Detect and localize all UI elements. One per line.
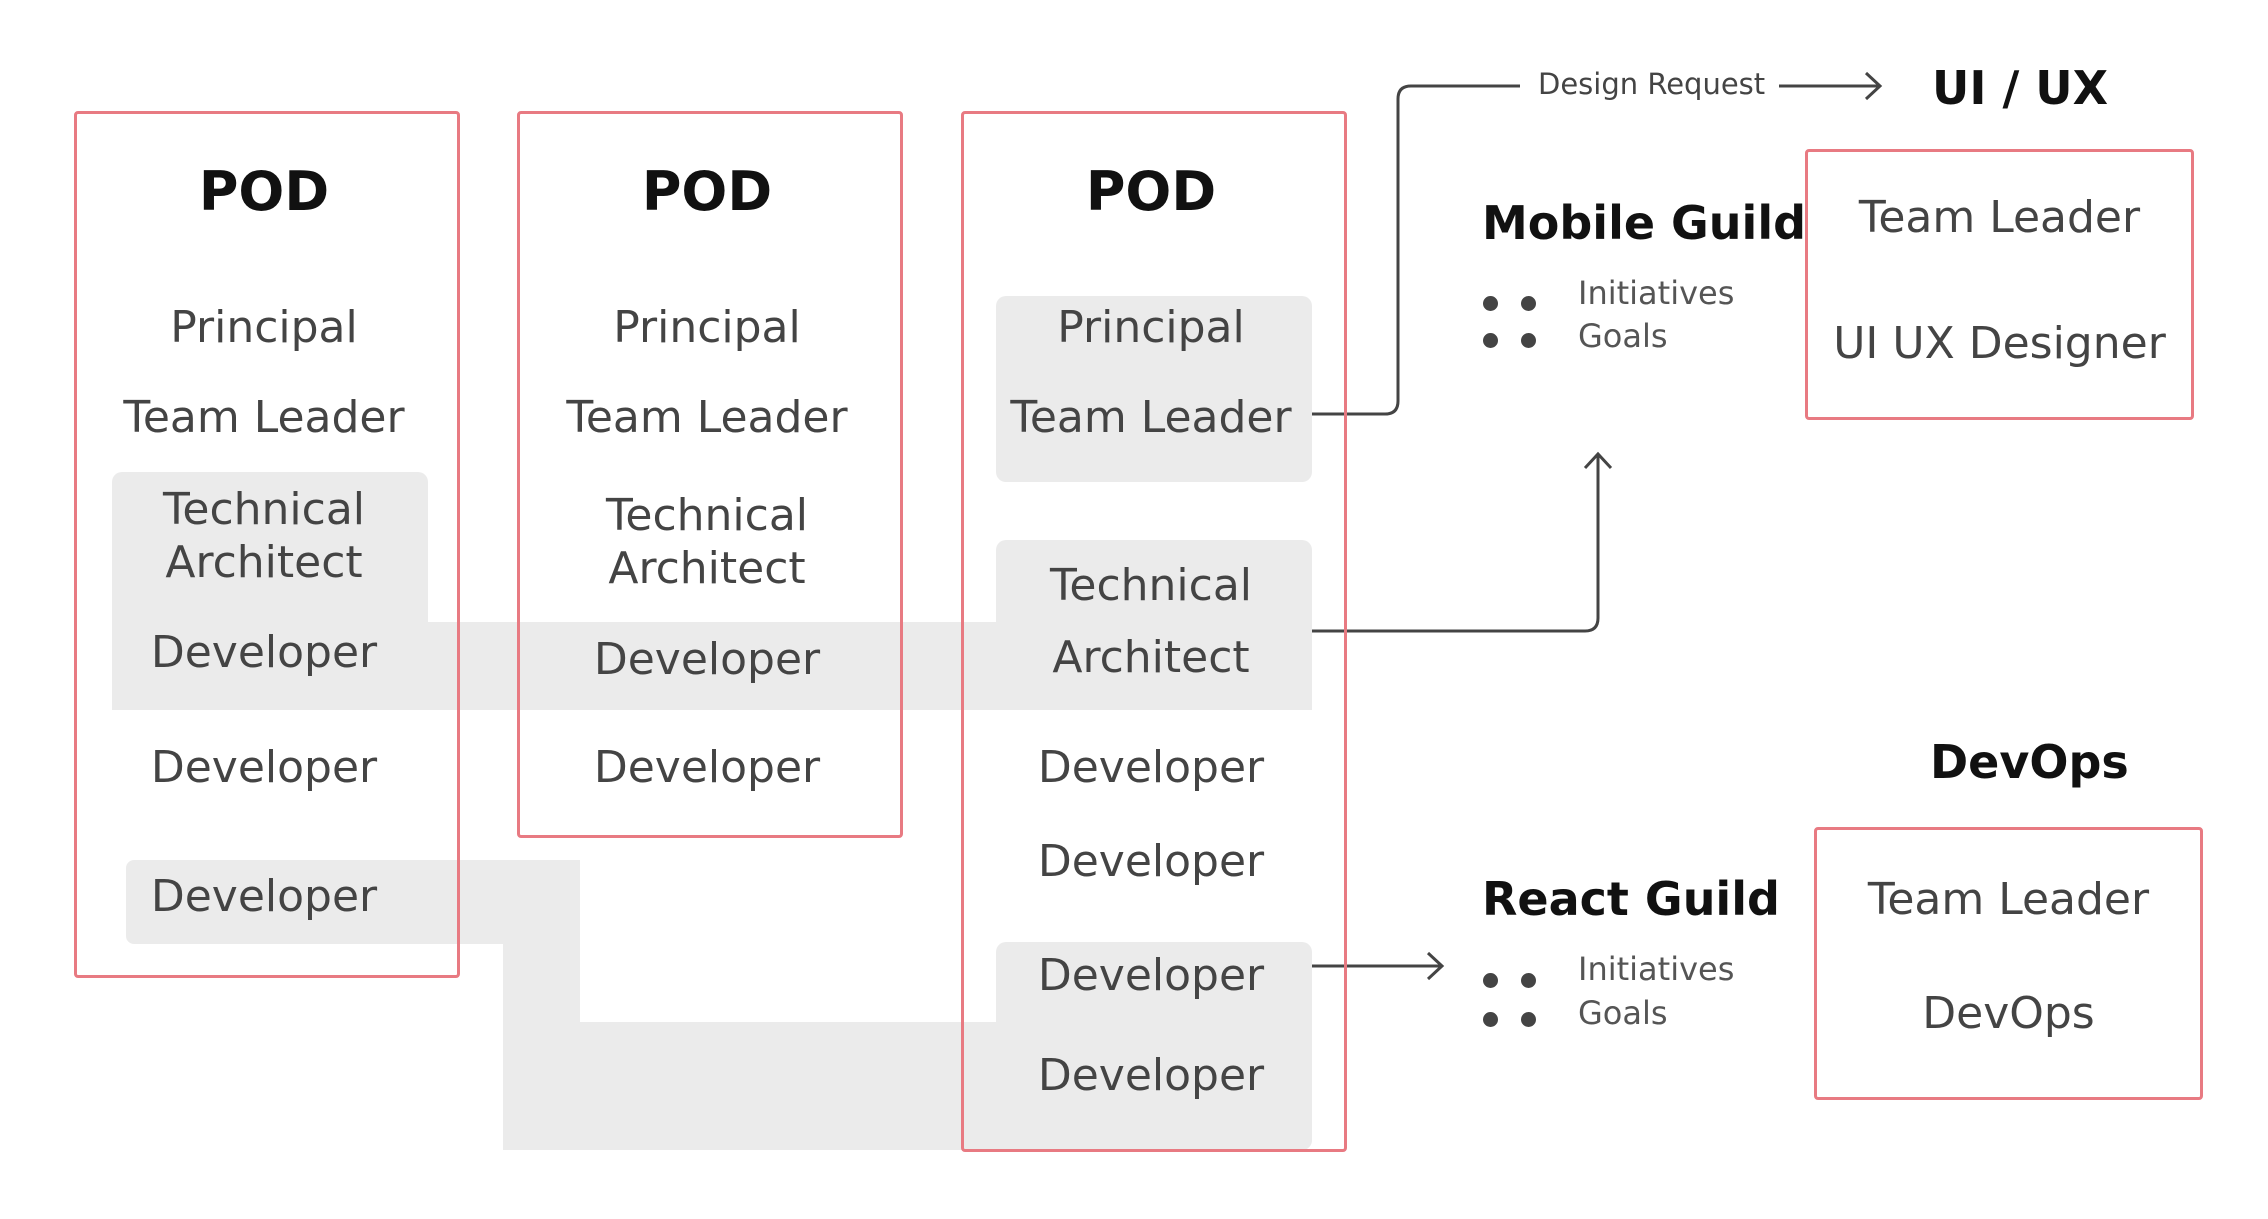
pod-2-developer-1: Developer: [593, 634, 821, 685]
ui-ux-title: UI / UX: [1932, 61, 2109, 115]
pod-2-title: POD: [641, 160, 773, 223]
pod-1-developer-2: Developer: [150, 742, 378, 793]
architect-to-mobile-line: [1312, 456, 1600, 633]
react-guild-initiatives: Initiatives: [1578, 950, 1735, 988]
react-guild-dot: [1521, 973, 1536, 988]
pod-1-technical-architect: Technical Architect: [162, 484, 366, 588]
pod-3-architect: Architect: [1052, 632, 1250, 683]
pod3-lower-developer-band: [996, 942, 1312, 1150]
devops-title: DevOps: [1930, 735, 2129, 789]
pod-3-principal: Principal: [1057, 302, 1245, 353]
pod3-leadership-band: [996, 296, 1312, 482]
pod-2-technical-architect: Technical Architect: [605, 490, 809, 594]
pod-1-team-leader: Team Leader: [123, 392, 405, 443]
ui-ux-designer: UI UX Designer: [1833, 318, 2166, 369]
pod-3-box: [961, 111, 1347, 1152]
mobile-guild-dot: [1483, 296, 1498, 311]
architect-to-mobile-arrowhead: [1583, 451, 1613, 470]
mobile-guild-goals: Goals: [1578, 317, 1668, 355]
pod-3-developer-1: Developer: [1037, 742, 1265, 793]
pod-1-developer-3: Developer: [150, 871, 378, 922]
mobile-guild-initiatives: Initiatives: [1578, 274, 1735, 312]
ui-ux-team-leader: Team Leader: [1858, 192, 2141, 243]
react-guild-title: React Guild: [1482, 872, 1780, 926]
react-guild-dot: [1483, 1012, 1498, 1027]
ui-ux-box: [1805, 149, 2194, 420]
react-guild-goals: Goals: [1578, 994, 1668, 1032]
pod-2-principal: Principal: [613, 302, 801, 353]
pod-3-technical: Technical: [1049, 560, 1253, 611]
pod3-architect-band: [996, 540, 1312, 710]
pod-1-developer-1: Developer: [150, 627, 378, 678]
mobile-guild-dot: [1521, 333, 1536, 348]
pod-2-developer-2: Developer: [593, 742, 821, 793]
pod-3-title: POD: [1085, 160, 1217, 223]
devops-team-leader: Team Leader: [1867, 874, 2150, 925]
react-guild-dot: [1521, 1012, 1536, 1027]
design-request-label: Design Request: [1524, 67, 1780, 101]
pod-1-box: [74, 111, 460, 978]
mobile-guild-dot: [1483, 333, 1498, 348]
mobile-guild-title: Mobile Guild: [1482, 196, 1807, 250]
pod-1-principal: Principal: [170, 302, 358, 353]
pod-3-developer-3: Developer: [1037, 950, 1265, 1001]
pod-3-team-leader: Team Leader: [1010, 392, 1292, 443]
devops-role: DevOps: [1922, 988, 2095, 1039]
pod-1-title: POD: [198, 160, 330, 223]
react-guild-dot: [1483, 973, 1498, 988]
pod-3-developer-2: Developer: [1037, 836, 1265, 887]
pod-3-developer-4: Developer: [1037, 1050, 1265, 1101]
mobile-guild-dot: [1521, 296, 1536, 311]
design-request-arrowhead: [1864, 71, 1883, 101]
pod-2-team-leader: Team Leader: [566, 392, 848, 443]
devops-box: [1814, 827, 2203, 1100]
design-request-line: [1312, 84, 1520, 416]
pod-2-box: [517, 111, 903, 838]
developer-to-react-arrowhead: [1426, 951, 1445, 981]
